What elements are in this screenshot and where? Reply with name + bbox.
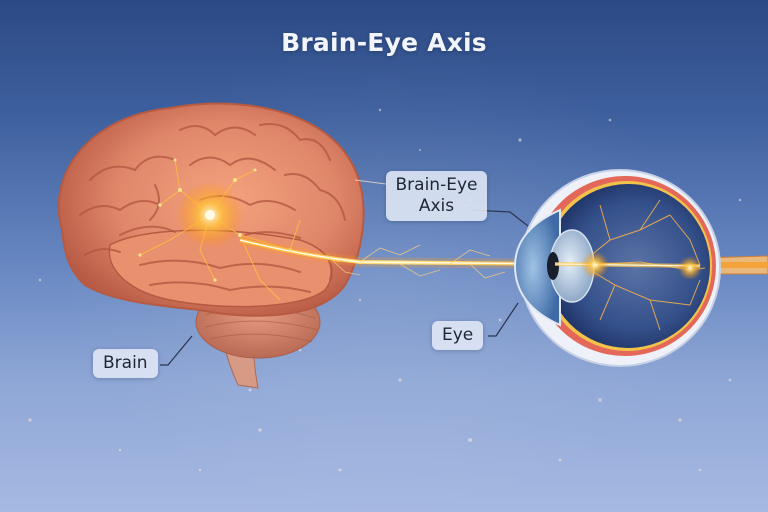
page-title: Brain-Eye Axis [281,28,487,57]
neural-beam [238,235,556,279]
brain-illustration [57,102,365,389]
brain-label: Brain [93,349,158,378]
axis-label-line1: Brain-Eye [395,175,478,195]
brain-eye-axis-label: Brain-Eye Axis [386,171,487,221]
axis-label-line2: Axis [418,196,455,216]
eye-label: Eye [432,321,484,350]
eye-illustration [513,169,768,367]
